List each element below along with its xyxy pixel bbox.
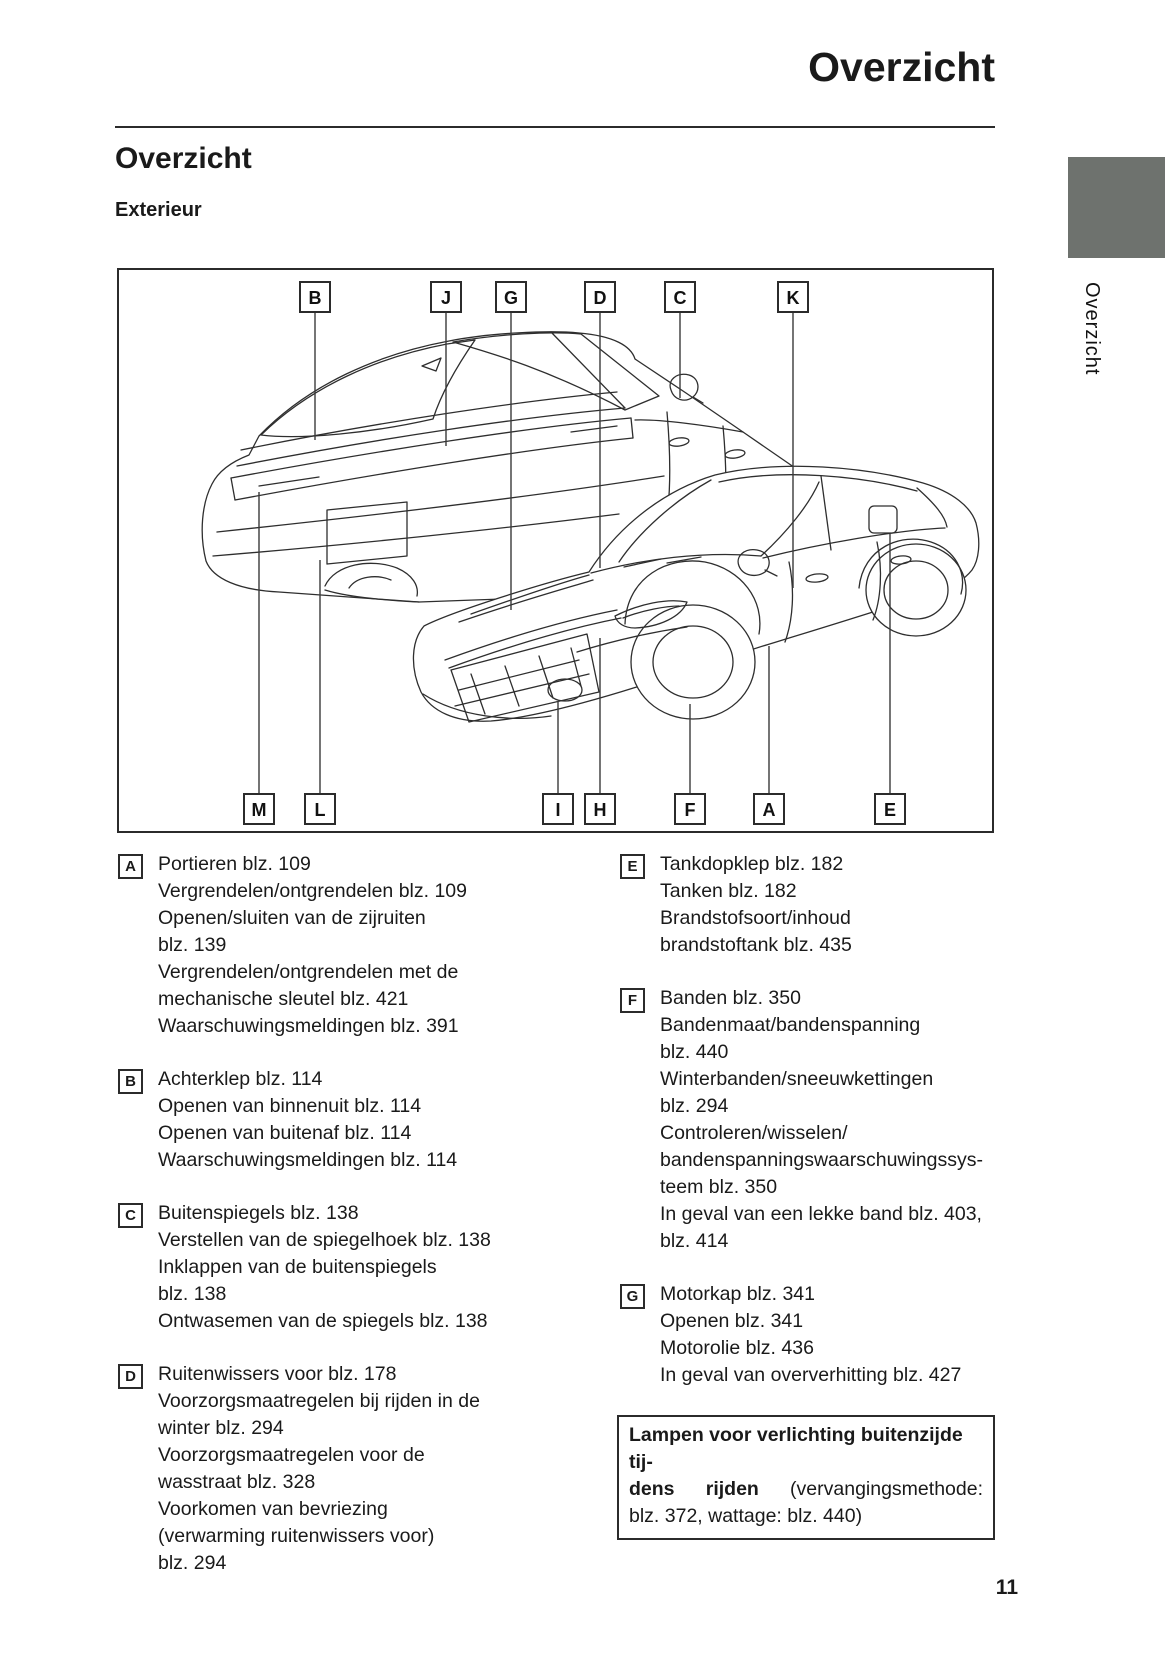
callout-box-L: [304, 793, 336, 825]
note-bold-word-1: dens: [629, 1478, 675, 1500]
car-front-view: [412, 465, 980, 723]
legend-column-left: A Portieren blz. 109 Vergrendelen/ontgren…: [118, 851, 548, 1603]
callout-box-D: [584, 281, 616, 313]
callout-letter-K: K: [787, 288, 800, 308]
legend-letter-D: D: [118, 1364, 143, 1389]
callout-letter-E: E: [884, 800, 896, 820]
callout-box-I: [542, 793, 574, 825]
callout-box-E: [874, 793, 906, 825]
callout-letter-C: C: [674, 288, 687, 308]
legend-item-A: A Portieren blz. 109 Vergrendelen/ontgren…: [118, 851, 548, 1040]
note-normal-text: (vervangingsmethode:: [790, 1478, 983, 1500]
note-line-3: blz. 372, wattage: blz. 440): [629, 1505, 863, 1527]
callout-letter-D: D: [594, 288, 607, 308]
chapter-tab: [1068, 157, 1165, 258]
legend-item-B: B Achterklep blz. 114 Openen van binnenui…: [118, 1066, 548, 1174]
exterior-lights-note: Lampen voor verlichting buitenzijde tij-…: [617, 1415, 995, 1540]
callout-box-A: [753, 793, 785, 825]
callout-box-J: [430, 281, 462, 313]
callout-box-K: [777, 281, 809, 313]
legend-letter-G: G: [620, 1284, 645, 1309]
legend-item-D: D Ruitenwissers voor blz. 178 Voorzorgsma…: [118, 1361, 548, 1577]
subsection-title: Exterieur: [115, 199, 202, 221]
callout-letter-L: L: [315, 800, 326, 820]
legend-text-C: Buitenspiegels blz. 138 Verstellen van d…: [158, 1202, 491, 1332]
callout-letter-H: H: [594, 800, 607, 820]
chapter-tab-label: Overzicht: [1081, 282, 1103, 376]
callout-letter-I: I: [555, 800, 560, 820]
legend-text-G: Motorkap blz. 341 Openen blz. 341 Motoro…: [660, 1283, 962, 1386]
legend-text-F: Banden blz. 350 Bandenmaat/bandenspannin…: [660, 987, 984, 1252]
callout-box-C: [664, 281, 696, 313]
exterior-diagram-frame: B J G D C K M L I H F A E: [117, 268, 994, 833]
legend-text-B: Achterklep blz. 114 Openen van binnenuit…: [158, 1068, 458, 1171]
legend-item-G: G Motorkap blz. 341 Openen blz. 341 Motor…: [620, 1281, 998, 1389]
callout-box-H: [584, 793, 616, 825]
legend-text-A: Portieren blz. 109 Vergrendelen/ontgrend…: [158, 853, 467, 1037]
legend-text-E: Tankdopklep blz. 182 Tanken blz. 182 Bra…: [660, 853, 852, 956]
legend-item-E: E Tankdopklep blz. 182 Tanken blz. 182 Br…: [620, 851, 998, 959]
note-bold-word-2: rijden: [705, 1478, 759, 1500]
callout-letter-B: B: [309, 288, 322, 308]
header-divider: [115, 126, 995, 128]
legend-item-F: F Banden blz. 350 Bandenmaat/bandenspanni…: [620, 985, 998, 1255]
note-line-2: dens rijden (vervangingsmethode:: [629, 1476, 983, 1503]
callout-letter-F: F: [685, 800, 696, 820]
legend-column-right: E Tankdopklep blz. 182 Tanken blz. 182 Br…: [617, 851, 998, 1540]
callout-letter-G: G: [504, 288, 518, 308]
callout-box-B: [299, 281, 331, 313]
page-header-title: Overzicht: [808, 44, 995, 90]
legend-letter-E: E: [620, 854, 645, 879]
callout-letter-A: A: [763, 800, 776, 820]
callout-letter-M: M: [252, 800, 267, 820]
legend-item-C: C Buitenspiegels blz. 138 Verstellen van …: [118, 1200, 548, 1335]
callout-box-M: [243, 793, 275, 825]
callout-box-G: [495, 281, 527, 313]
legend-letter-B: B: [118, 1069, 143, 1094]
note-line-1: Lampen voor verlichting buitenzijde tij-: [629, 1424, 963, 1473]
legend-letter-C: C: [118, 1203, 143, 1228]
page-number: 11: [995, 1576, 1018, 1599]
legend-letter-A: A: [118, 854, 143, 879]
exterior-car-illustration: B J G D C K M L I H F A E: [201, 281, 980, 825]
legend-text-D: Ruitenwissers voor blz. 178 Voorzorgsmaa…: [158, 1363, 480, 1574]
legend-letter-F: F: [620, 988, 645, 1013]
callout-box-F: [674, 793, 706, 825]
callout-letter-J: J: [441, 288, 451, 308]
section-title: Overzicht: [115, 142, 252, 175]
